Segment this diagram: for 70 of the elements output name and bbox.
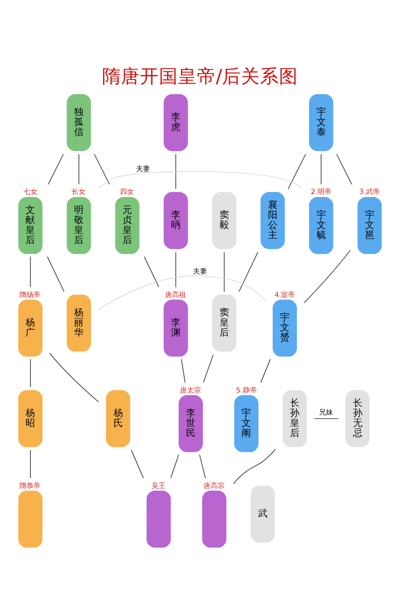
node-box: 杨昭 (18, 390, 42, 447)
node-label: 2.明帝 (310, 186, 332, 196)
node-box: 李世民 (178, 394, 203, 452)
node-box: 宇文赟 (272, 299, 297, 356)
connector (130, 449, 144, 478)
connector (46, 256, 64, 292)
node-label: 唐高宗 (204, 480, 225, 490)
connector (78, 153, 80, 184)
connector (30, 256, 31, 287)
edge-label: 夫妻 (136, 164, 150, 173)
connector (336, 153, 352, 184)
connector (175, 251, 176, 287)
node-box: 窦毅 (212, 192, 236, 249)
connector (181, 358, 186, 382)
connector (94, 153, 110, 184)
node-box: 元贞皇后 (115, 196, 140, 254)
connector (320, 153, 322, 184)
node-box: 杨丽华 (66, 294, 91, 352)
diagram-title: 隋唐开国皇帝/后关系图 (102, 66, 298, 88)
connector (304, 249, 351, 303)
connector (224, 251, 225, 292)
node-box: 宇文毓 (309, 196, 334, 254)
node-box: 李昞 (164, 192, 188, 249)
node-box: 长孙无忌 (345, 390, 370, 447)
node-box: 李渊 (164, 299, 188, 356)
connector (233, 448, 276, 484)
node-label: 3.武帝 (359, 186, 380, 196)
node-label: 5.静帝 (236, 384, 257, 394)
node-label: 长女 (72, 186, 86, 196)
node-box (202, 490, 226, 548)
node-label: 隋恭帝 (20, 480, 41, 490)
connector (98, 274, 266, 310)
connector (48, 153, 64, 184)
node-label: 隋炀帝 (20, 289, 41, 298)
connector (170, 454, 180, 478)
node-label: 4.宣帝 (274, 289, 296, 298)
node-box: 独孤信 (66, 94, 91, 151)
edge-label: 夫妻 (193, 266, 207, 276)
connector (203, 354, 214, 382)
node-box (18, 490, 42, 548)
node-label: 吴王 (152, 480, 166, 490)
connector (30, 358, 31, 387)
connector (175, 153, 176, 189)
node-label: 唐太宗 (180, 384, 202, 394)
connector (260, 358, 271, 382)
connector (98, 170, 302, 189)
connector (199, 454, 206, 478)
node-box (146, 490, 171, 548)
node-box: 宇文泰 (309, 94, 334, 151)
node-box: 杨广 (18, 299, 42, 356)
node-box: 窦皇后 (212, 294, 236, 352)
node-label: 唐高祖 (165, 289, 186, 298)
connector (49, 352, 100, 402)
connector (288, 153, 306, 189)
connector (314, 418, 339, 419)
node-label: 七女 (23, 186, 38, 196)
node-box: 长孙皇后 (282, 390, 307, 447)
connector (30, 449, 31, 478)
node-box: 襄阳公主 (260, 192, 285, 249)
node-box: 宇文邕 (358, 196, 382, 254)
node-box: 文献皇后 (18, 196, 42, 254)
node-box: 武 (250, 485, 275, 542)
node-box: 李虎 (164, 94, 188, 151)
node-label: 四女 (120, 186, 134, 196)
node-box: 杨氏 (106, 390, 130, 447)
connector (238, 251, 258, 292)
node-box: 明敬皇后 (66, 196, 91, 254)
edge-label: 兄妹 (319, 406, 334, 416)
connector (144, 256, 160, 287)
node-box: 宇文阐 (234, 394, 258, 452)
